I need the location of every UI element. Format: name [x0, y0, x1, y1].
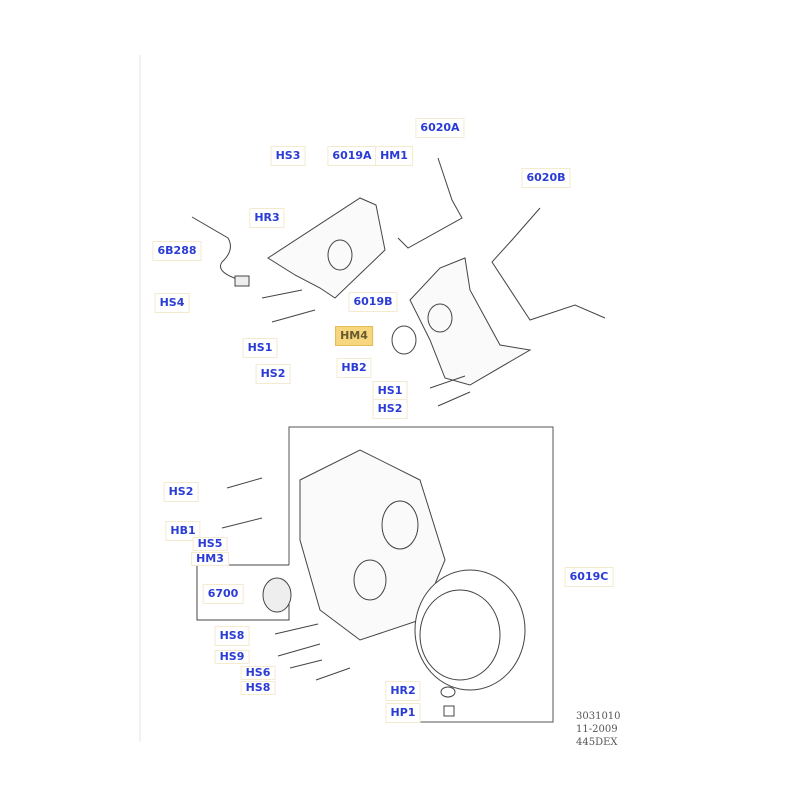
callout-hs2[interactable]: HS2	[372, 399, 408, 419]
callout-hs2[interactable]: HS2	[255, 364, 291, 384]
bolt	[261, 289, 303, 299]
callout-hb1[interactable]: HB1	[165, 521, 201, 541]
bolt	[429, 375, 466, 389]
bracket-6019b	[409, 257, 532, 386]
callout-hr3[interactable]: HR3	[249, 208, 285, 228]
callout-hm1[interactable]: HM1	[375, 146, 413, 166]
callout-hb2[interactable]: HB2	[336, 358, 372, 378]
bell-housing	[414, 569, 526, 691]
callout-hs1[interactable]: HS1	[372, 381, 408, 401]
oil-seal-6700	[262, 577, 292, 613]
callout-hs1[interactable]: HS1	[242, 338, 278, 358]
callout-hs9[interactable]: HS9	[214, 650, 250, 664]
callout-hs3[interactable]: HS3	[270, 146, 306, 166]
drawing-number: 3031010	[576, 711, 621, 722]
callout-hp1[interactable]: HP1	[385, 703, 421, 723]
drawing-date: 11-2009	[576, 724, 618, 735]
pipe-6020b	[491, 207, 606, 321]
cover-opening	[353, 559, 387, 601]
bolt	[289, 659, 323, 669]
sensor-harness	[191, 216, 241, 281]
callout-hm3[interactable]: HM3	[191, 552, 229, 566]
callout-hr2[interactable]: HR2	[385, 681, 421, 701]
o-ring-hr2	[440, 686, 456, 698]
bolt	[226, 477, 263, 489]
bolt	[274, 623, 319, 635]
callout-hs8[interactable]: HS8	[214, 626, 250, 646]
callout-6b288[interactable]: 6B288	[152, 241, 202, 261]
bracket-opening	[427, 303, 453, 333]
bolt	[221, 517, 263, 529]
pipe-6020a	[397, 157, 463, 249]
group-frame	[288, 426, 554, 723]
callout-6019c[interactable]: 6019C	[564, 567, 614, 587]
bolt	[315, 667, 351, 681]
callout-6700[interactable]: 6700	[202, 584, 244, 604]
cover-opening	[381, 500, 419, 550]
callout-6019a[interactable]: 6019A	[327, 146, 377, 166]
seal-hm4	[391, 325, 417, 355]
sensor-body	[234, 275, 250, 287]
callout-hs4[interactable]: HS4	[154, 293, 190, 313]
bolt	[277, 643, 321, 657]
callout-hs5[interactable]: HS5	[192, 537, 228, 551]
front-cover-6019a	[267, 197, 386, 299]
callout-6019b[interactable]: 6019B	[348, 292, 398, 312]
callout-hm4-selected[interactable]: HM4	[335, 326, 373, 346]
drawing-reference: 3031010 11-2009 445DEX	[576, 710, 621, 749]
bolt	[437, 391, 471, 407]
callout-6020b[interactable]: 6020B	[521, 168, 571, 188]
cover-seal-boss	[327, 239, 353, 271]
callout-hs8[interactable]: HS8	[240, 681, 276, 695]
bolt	[271, 309, 316, 323]
drawing-code: 445DEX	[576, 737, 618, 748]
plug-hp1	[443, 705, 455, 717]
callout-hs6[interactable]: HS6	[240, 666, 276, 680]
bell-housing-inner	[419, 589, 501, 681]
callout-hs2[interactable]: HS2	[163, 482, 199, 502]
callout-6020a[interactable]: 6020A	[415, 118, 465, 138]
